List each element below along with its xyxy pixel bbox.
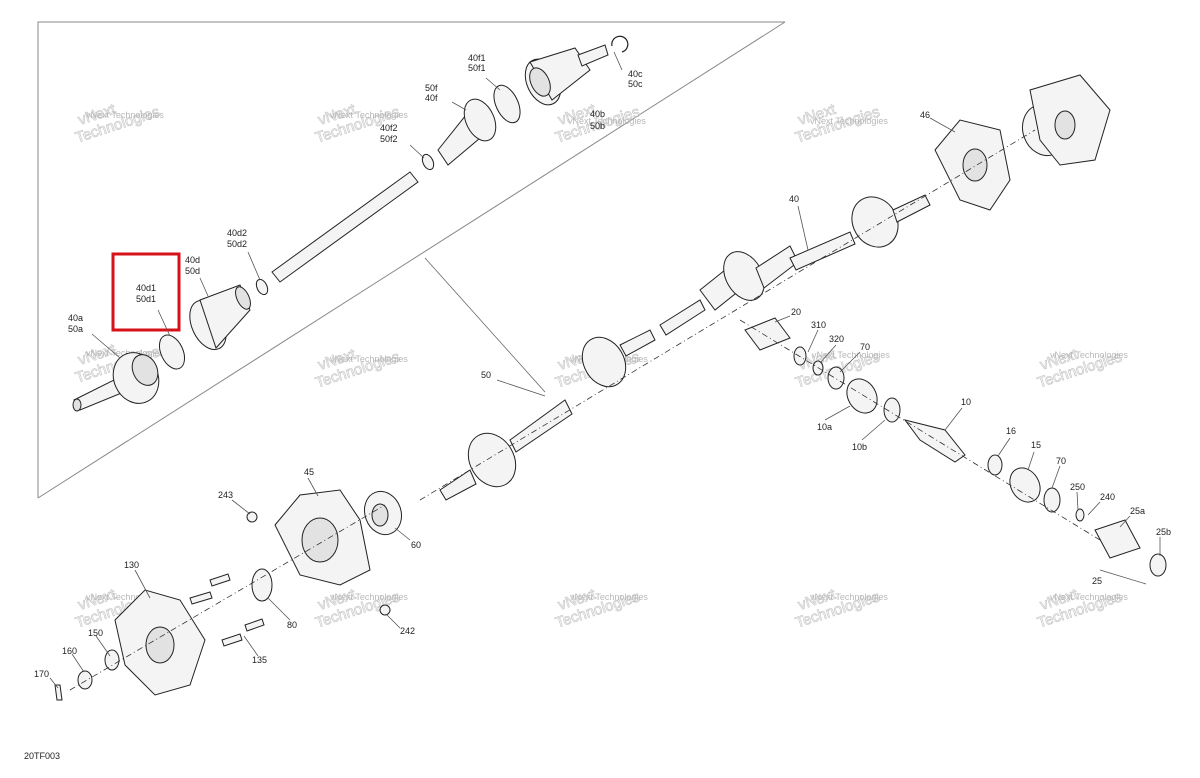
- label-240: 240: [1100, 492, 1115, 502]
- label-10a: 10a: [817, 422, 832, 432]
- label-25a: 25a: [1130, 506, 1145, 516]
- label-242: 242: [400, 626, 415, 636]
- inset-frame: [37, 21, 785, 498]
- part-labels: 40c 50c 40f1 50f1 50f 40f 40f2 50f2 40b …: [34, 53, 1171, 679]
- part-shaft-bar: [271, 171, 419, 283]
- label-15: 15: [1031, 440, 1041, 450]
- label-40d1: 40d1: [136, 283, 156, 293]
- inset-shaft-parts: [72, 35, 629, 412]
- label-50: 50: [481, 370, 491, 380]
- label-135: 135: [252, 655, 267, 665]
- svg-text:vNext Technologies: vNext Technologies: [570, 592, 648, 602]
- part-40f1-clamp: [493, 84, 521, 124]
- svg-text:vNext Technologies: vNext Technologies: [86, 592, 164, 602]
- label-70b: 70: [1056, 456, 1066, 466]
- label-80: 80: [287, 620, 297, 630]
- label-46: 46: [920, 110, 930, 120]
- inset-frame-diagonal: [37, 21, 786, 499]
- svg-text:vNext Technologies: vNext Technologies: [1050, 592, 1128, 602]
- part-46-knuckle: [934, 74, 1111, 211]
- label-40d: 40d: [185, 255, 200, 265]
- label-40a: 40a: [68, 313, 83, 323]
- svg-text:vNext Technologies: vNext Technologies: [1050, 350, 1128, 360]
- label-250: 250: [1070, 482, 1085, 492]
- label-10: 10: [961, 397, 971, 407]
- label-170: 170: [34, 669, 49, 679]
- part-40d-boot: [189, 284, 251, 351]
- part-130-hub: [54, 589, 206, 701]
- label-310: 310: [811, 320, 826, 330]
- part-40c-circlip: [611, 35, 629, 53]
- label-40f2: 40f2: [380, 123, 398, 133]
- label-40f: 40f: [425, 93, 438, 103]
- label-25b: 25b: [1156, 527, 1171, 537]
- label-50b: 50b: [590, 121, 605, 131]
- bolts: [189, 511, 391, 647]
- axis-lower: [69, 504, 386, 691]
- label-45: 45: [304, 467, 314, 477]
- label-50d1: 50d1: [136, 294, 156, 304]
- main-shaft-50: [439, 329, 656, 501]
- main-shaft-40: [659, 194, 931, 336]
- label-160: 160: [62, 646, 77, 656]
- label-50d: 50d: [185, 266, 200, 276]
- axis-right: [739, 319, 1101, 541]
- inset-callout-line: [424, 257, 546, 393]
- label-16: 16: [1006, 426, 1016, 436]
- axis-main: [419, 129, 1036, 501]
- part-40d1-clamp: [158, 334, 186, 370]
- svg-text:vNext Technologies: vNext Technologies: [86, 110, 164, 120]
- part-40d2-clamp: [255, 278, 269, 296]
- label-40d2: 40d2: [227, 228, 247, 238]
- label-40c: 40c: [628, 69, 643, 79]
- label-60: 60: [411, 540, 421, 550]
- label-130: 130: [124, 560, 139, 570]
- label-50a: 50a: [68, 324, 83, 334]
- label-150: 150: [88, 628, 103, 638]
- highlight-box: [111, 252, 181, 332]
- svg-text:vNext Technologies: vNext Technologies: [810, 116, 888, 126]
- part-45-knuckle: [251, 489, 403, 602]
- part-40a-stub-shaft: [72, 352, 160, 412]
- part-40f-boot: [437, 98, 497, 166]
- leader-lines: [49, 51, 1161, 689]
- label-320: 320: [829, 334, 844, 344]
- label-40b: 40b: [590, 109, 605, 119]
- diagram-code: 20TF003: [24, 751, 61, 761]
- label-40f1: 40f1: [468, 53, 486, 63]
- label-70a: 70: [860, 342, 870, 352]
- svg-text:vNext Technologies: vNext Technologies: [330, 592, 408, 602]
- svg-text:vNext Technologies: vNext Technologies: [568, 116, 646, 126]
- svg-text:vNext Technologies: vNext Technologies: [812, 350, 890, 360]
- svg-text:vNext Technologies: vNext Technologies: [330, 110, 408, 120]
- label-50f1: 50f1: [468, 63, 486, 73]
- label-40: 40: [789, 194, 799, 204]
- svg-text:vNext Technologies: vNext Technologies: [810, 592, 888, 602]
- label-10b: 10b: [852, 442, 867, 452]
- svg-text:vNext Technologies: vNext Technologies: [86, 348, 164, 358]
- part-40b-housing: [524, 44, 609, 106]
- label-25: 25: [1092, 576, 1102, 586]
- part-40f2-clamp: [421, 153, 435, 171]
- svg-text:vNext Technologies: vNext Technologies: [330, 354, 408, 364]
- diff-output-parts: [744, 317, 1167, 577]
- label-50c: 50c: [628, 79, 643, 89]
- label-20: 20: [791, 307, 801, 317]
- label-50f: 50f: [425, 83, 438, 93]
- label-243: 243: [218, 490, 233, 500]
- label-50f2: 50f2: [380, 134, 398, 144]
- label-50d2: 50d2: [227, 239, 247, 249]
